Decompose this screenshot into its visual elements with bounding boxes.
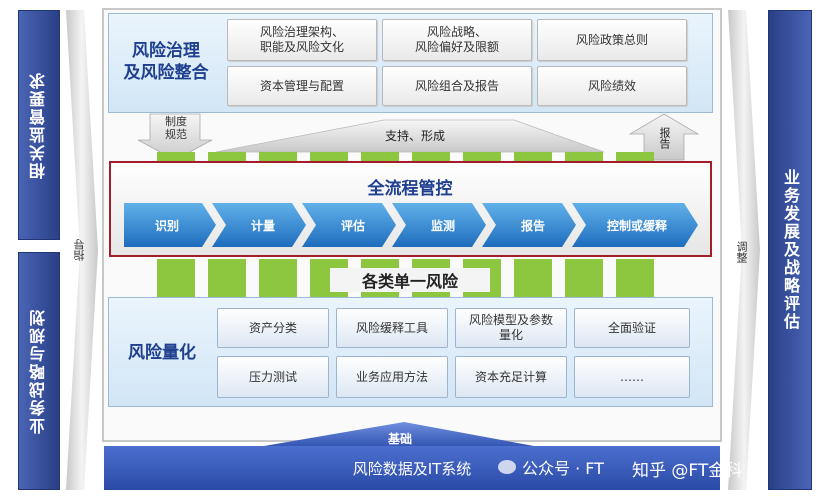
- gov-cell-5: 风险组合及报告: [382, 66, 532, 106]
- quant-cell-3: 风险模型及参数 量化: [455, 308, 567, 348]
- quant-cell-2-line1: 风险缓释工具: [355, 320, 428, 335]
- gov-cell-1-line2: 职能及风险文化: [259, 40, 344, 54]
- business-strategy-label: 业务战略与规划: [29, 308, 48, 434]
- business-evaluation-bar: 业务发展及战略评估: [768, 10, 812, 490]
- pillar-top-7: [463, 152, 501, 162]
- step-assess-shape: [302, 203, 396, 247]
- policy-label-line2: 规范: [165, 128, 187, 141]
- pillar-top-5: [361, 152, 399, 162]
- middle-arrows: [137, 113, 700, 161]
- quant-cell-1: 资产分类: [217, 308, 329, 348]
- policy-down-arrow: [137, 113, 213, 161]
- gov-cell-3-line1: 风险政策总则: [575, 32, 648, 47]
- gov-cell-5-line1: 风险组合及报告: [414, 78, 499, 93]
- gov-cell-2: 风险战略、 风险偏好及限额: [382, 19, 532, 61]
- governance-title-line1: 风险治理: [132, 41, 200, 61]
- pillar-top-4: [310, 152, 348, 162]
- guide-label: 指导: [73, 239, 86, 261]
- watermark-right: 知乎 @FT金科: [632, 461, 743, 481]
- quant-cell-8: ……: [574, 356, 690, 398]
- quant-cell-1-line1: 资产分类: [248, 320, 297, 335]
- single-risk-label: 各类单一风险: [330, 268, 490, 292]
- gov-cell-1: 风险治理架构、 职能及风险文化: [227, 19, 377, 61]
- pillar-top-8: [514, 152, 552, 162]
- quant-cell-5: 压力测试: [217, 356, 329, 398]
- gov-cell-1-line1: 风险治理架构、: [259, 25, 344, 39]
- quant-cell-2: 风险缓释工具: [336, 308, 448, 348]
- step-control-shape: [572, 203, 698, 247]
- pillar-top-2: [208, 152, 246, 162]
- report-up-arrow: [628, 113, 700, 161]
- data-it-bar: 风险数据及IT系统: [104, 446, 720, 490]
- pillar-bottom-2: [208, 259, 246, 297]
- gov-cell-4-line1: 资本管理与配置: [259, 78, 344, 93]
- pillar-top-1: [157, 152, 195, 162]
- gov-cell-2-line1: 风险战略、: [426, 25, 487, 39]
- pillar-top-9: [565, 152, 603, 162]
- step-assess: 评估: [340, 218, 365, 233]
- quant-cell-4: 全面验证: [574, 308, 690, 348]
- quant-cell-7: 资本充足计算: [455, 356, 567, 398]
- step-measure-shape: [212, 203, 306, 247]
- pillar-bottom-1: [157, 259, 195, 297]
- data-it-label: 风险数据及IT系统: [352, 459, 472, 478]
- pillar-top-3: [259, 152, 297, 162]
- step-identify: 识别: [154, 218, 179, 233]
- step-report-shape: [482, 203, 576, 247]
- adjust-arrow: [728, 10, 760, 490]
- watermark-left: 公众号 · FT: [498, 454, 604, 480]
- quant-cell-6-line1: 业务应用方法: [355, 369, 428, 384]
- quant-cell-8-line1: ……: [620, 369, 644, 384]
- quant-cell-4-line1: 全面验证: [607, 320, 656, 335]
- watermark-left-text: 公众号 · FT: [522, 459, 604, 478]
- business-strategy-bar: 业务战略与规划: [18, 252, 60, 490]
- report-label: 报告: [658, 127, 671, 149]
- pillar-bottom-3: [259, 259, 297, 297]
- guide-arrow: [66, 10, 98, 490]
- quant-title: 风险量化: [128, 343, 196, 363]
- pillar-bottom-9: [565, 259, 603, 297]
- quant-cell-3-line1: 风险模型及参数: [468, 313, 553, 327]
- pillar-bottom-8: [514, 259, 552, 297]
- step-measure: 计量: [250, 218, 275, 233]
- support-label: 支持、形成: [384, 129, 445, 143]
- foundation-label: 基础: [387, 432, 412, 446]
- quant-cell-5-line1: 压力测试: [248, 369, 297, 384]
- step-identify-shape: [124, 203, 216, 247]
- policy-label-line1: 制度: [165, 115, 187, 128]
- quant-cell-7-line1: 资本充足计算: [474, 369, 547, 384]
- regulatory-requirements-bar: 相关监管要求: [18, 10, 60, 240]
- business-evaluation-label: 业务发展及战略评估: [781, 169, 800, 331]
- gov-cell-3: 风险政策总则: [537, 19, 687, 61]
- gov-cell-4: 资本管理与配置: [227, 66, 377, 106]
- quant-cell-6: 业务应用方法: [336, 356, 448, 398]
- step-monitor: 监测: [430, 218, 455, 233]
- governance-title: 风险治理 及风险整合: [112, 40, 220, 86]
- step-report: 报告: [520, 218, 545, 233]
- pillar-top-6: [412, 152, 450, 162]
- step-control: 控制或缓释: [606, 218, 667, 233]
- pillar-bottom-10: [616, 259, 654, 297]
- process-chevrons: [124, 203, 698, 247]
- process-title: 全流程管控: [367, 179, 453, 199]
- quant-cell-3-line2: 量化: [498, 328, 523, 342]
- gov-cell-6-line1: 风险绩效: [587, 78, 636, 93]
- adjust-label: 调整: [735, 241, 748, 263]
- wechat-icon: [498, 460, 516, 474]
- step-monitor-shape: [392, 203, 486, 247]
- foundation-arrow: [264, 422, 534, 446]
- governance-title-line2: 及风险整合: [123, 63, 209, 83]
- pillar-top-10: [616, 152, 654, 162]
- gov-cell-6: 风险绩效: [537, 66, 687, 106]
- policy-label: 制度 规范: [162, 115, 190, 141]
- regulatory-requirements-label: 相关监管要求: [29, 71, 48, 179]
- gov-cell-2-line2: 风险偏好及限额: [414, 40, 499, 54]
